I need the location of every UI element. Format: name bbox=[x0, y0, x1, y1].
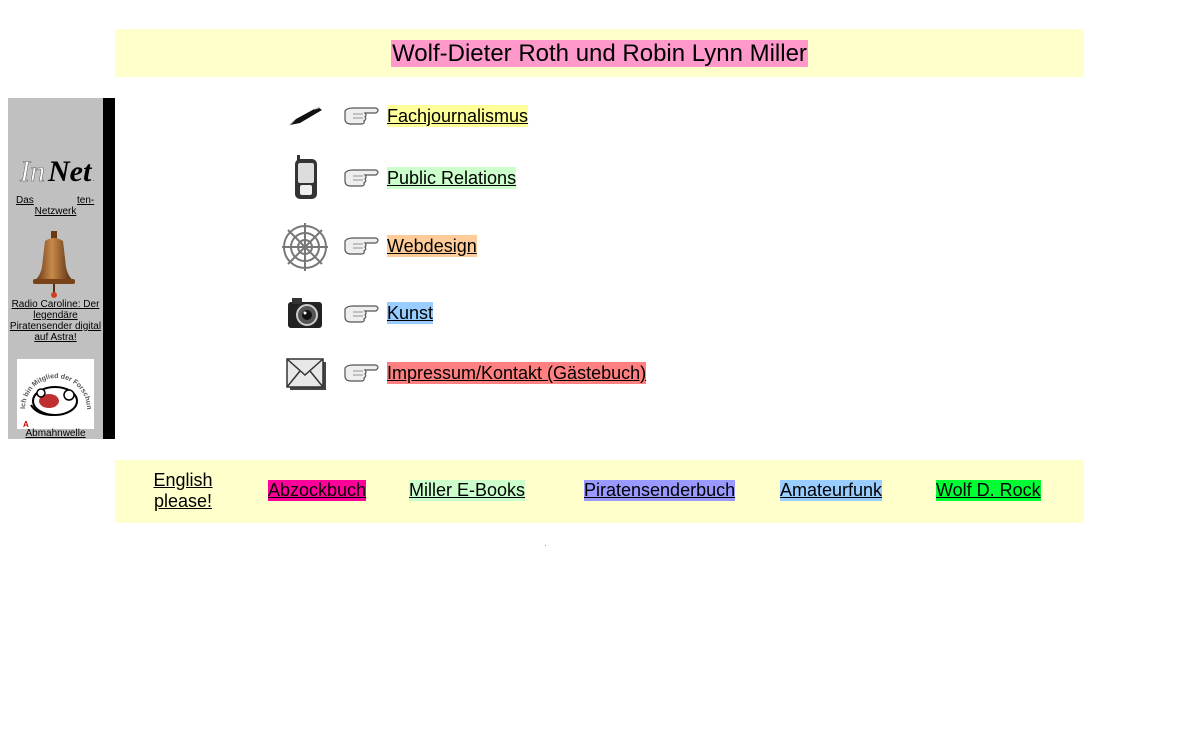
pointing-hand-icon bbox=[344, 237, 379, 255]
english-line-1[interactable]: English bbox=[153, 470, 213, 490]
spider-web-icon bbox=[282, 223, 328, 271]
footer-link-wolf-d-rock[interactable]: Wolf D. Rock bbox=[936, 480, 1041, 501]
bell-caption-1[interactable]: Radio Caroline: Der bbox=[11, 299, 100, 310]
innet-link[interactable]: Das ten- Netzwerk bbox=[8, 195, 103, 217]
innet-logo[interactable]: In Net . bbox=[18, 154, 96, 184]
nav-link-public-relations[interactable]: Public Relations bbox=[387, 167, 517, 189]
nav-link-impressum[interactable]: Impressum/Kontakt (Gästebuch) bbox=[387, 362, 647, 384]
bell-caption-3[interactable]: Piratensender digital bbox=[9, 321, 102, 332]
english-please-link[interactable]: English please! bbox=[153, 470, 213, 512]
svg-text:.: . bbox=[93, 177, 95, 183]
sidebar-edge bbox=[103, 98, 115, 439]
nav-link-kunst[interactable]: Kunst bbox=[387, 302, 434, 324]
nav-link-webdesign[interactable]: Webdesign bbox=[387, 235, 477, 257]
abmahnwelle-link[interactable]: Abmahnwelle bbox=[8, 428, 103, 439]
bell-caption-4[interactable]: auf Astra! bbox=[34, 332, 77, 343]
svg-text:Net: Net bbox=[47, 155, 93, 184]
footer-link-amateurfunk[interactable]: Amateurfunk bbox=[780, 480, 883, 501]
innet-caption-right[interactable]: ten- bbox=[77, 195, 95, 206]
bell-caption-2[interactable]: legendäre bbox=[33, 310, 78, 321]
pen-icon bbox=[289, 106, 322, 126]
svg-text:In: In bbox=[19, 155, 45, 184]
camera-icon bbox=[288, 298, 322, 328]
footer-bar: English please! Abzockbuch Miller E-Book… bbox=[115, 460, 1084, 523]
envelope-icon bbox=[286, 358, 326, 390]
svg-text:A: A bbox=[23, 420, 29, 429]
nav-link-fachjournalismus[interactable]: Fachjournalismus bbox=[387, 105, 529, 127]
radio-caroline-link[interactable]: Radio Caroline: Der legendäre Piratensen… bbox=[8, 299, 103, 343]
pointing-hand-icon bbox=[344, 169, 379, 187]
tracking-pixel bbox=[545, 545, 546, 546]
header-bar: Wolf-Dieter Roth und Robin Lynn Miller bbox=[115, 29, 1084, 77]
bell-icon[interactable] bbox=[33, 231, 75, 299]
page-title: Wolf-Dieter Roth und Robin Lynn Miller bbox=[391, 39, 808, 67]
pointing-hand-icon bbox=[344, 364, 379, 382]
innet-caption-left[interactable]: Das bbox=[16, 195, 34, 206]
pointing-hand-icon bbox=[344, 107, 379, 125]
english-line-2[interactable]: please! bbox=[153, 491, 213, 511]
footer-link-abzockbuch[interactable]: Abzockbuch bbox=[268, 480, 367, 501]
mobile-phone-icon bbox=[295, 155, 317, 199]
footer-link-miller-ebooks[interactable]: Miller E-Books bbox=[409, 480, 526, 501]
footer-link-piratensenderbuch[interactable]: Piratensenderbuch bbox=[584, 480, 736, 501]
abmahnwelle-badge[interactable]: Ich bin Mitglied der Forschungsstelle A bbox=[17, 359, 94, 429]
abmahnwelle-caption[interactable]: Abmahnwelle bbox=[25, 428, 86, 439]
innet-caption-line2[interactable]: Netzwerk bbox=[34, 206, 77, 217]
pointing-hand-icon bbox=[344, 305, 379, 323]
